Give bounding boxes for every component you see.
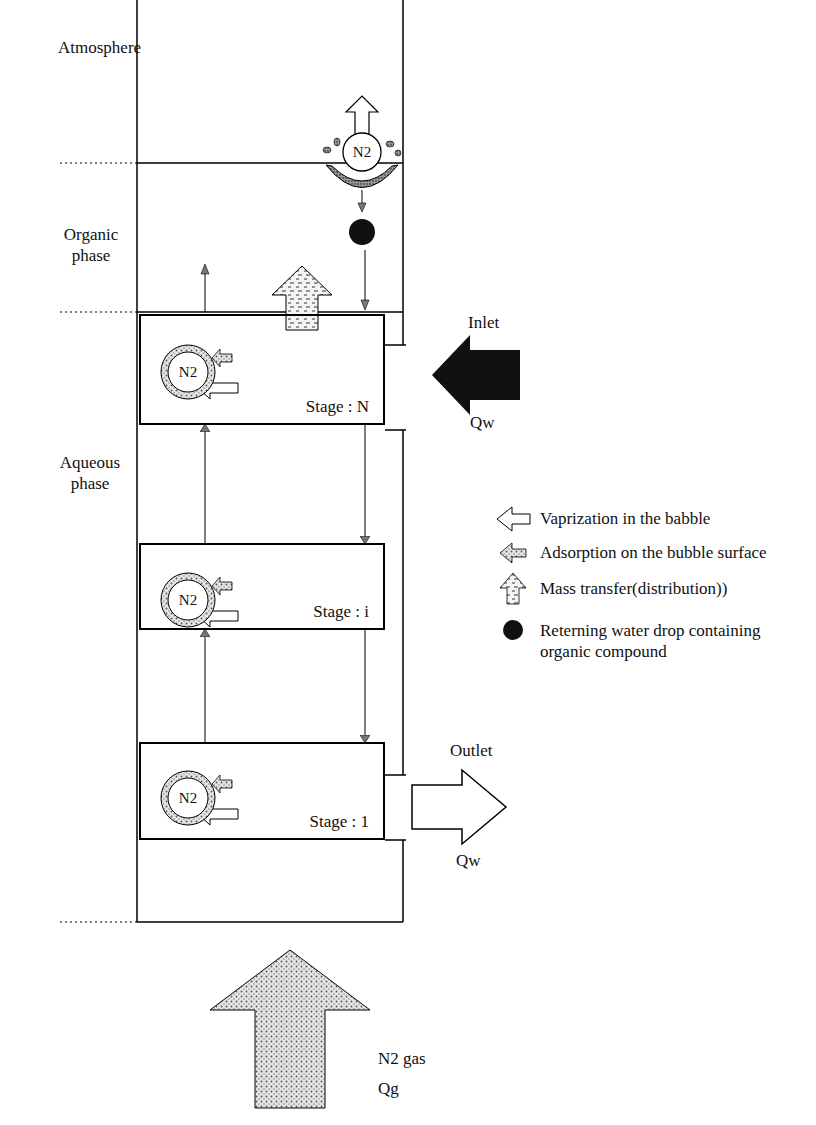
stage-label: Stage : i xyxy=(313,602,369,622)
bubble-label: N2 xyxy=(353,143,371,161)
flow-label: Outlet xyxy=(450,740,530,761)
phase-label: Atmosphere xyxy=(58,37,158,58)
stage-label: Stage : N xyxy=(306,397,369,417)
flow-arrow xyxy=(365,630,366,742)
bubble-label: N2 xyxy=(179,591,197,609)
flow-label: N2 gas xyxy=(378,1048,468,1069)
flow-label: Qw xyxy=(456,850,516,871)
stage-box: Stage : i N2 xyxy=(139,543,385,630)
stage-box: Stage : 1 N2 xyxy=(139,742,385,840)
stage-label: Stage : 1 xyxy=(310,812,370,832)
stage-box: Stage : N N2 xyxy=(139,314,385,425)
phase-label: Organic phase xyxy=(48,224,134,267)
flow-label: Qg xyxy=(378,1078,438,1099)
bubble-circle: N2 xyxy=(160,344,216,400)
flow-label: Inlet xyxy=(468,312,548,333)
legend-text: Mass transfer(distribution)) xyxy=(540,578,810,599)
bubble-circle: N2 xyxy=(160,572,216,628)
flow-arrow xyxy=(205,425,206,543)
bubble-label: N2 xyxy=(179,363,197,381)
phase-label: Aqueous phase xyxy=(46,452,134,495)
bubble-label: N2 xyxy=(179,789,197,807)
legend-text: Reterning water drop containing organic … xyxy=(540,620,790,663)
bubble-circle: N2 xyxy=(160,770,216,826)
flow-arrow xyxy=(205,630,206,742)
flow-label: Qw xyxy=(470,412,530,433)
flow-arrow xyxy=(365,425,366,543)
bubble-circle: N2 xyxy=(342,132,382,172)
legend-text: Vaprization in the babble xyxy=(540,508,810,529)
legend-text: Adsorption on the bubble surface xyxy=(540,542,810,563)
